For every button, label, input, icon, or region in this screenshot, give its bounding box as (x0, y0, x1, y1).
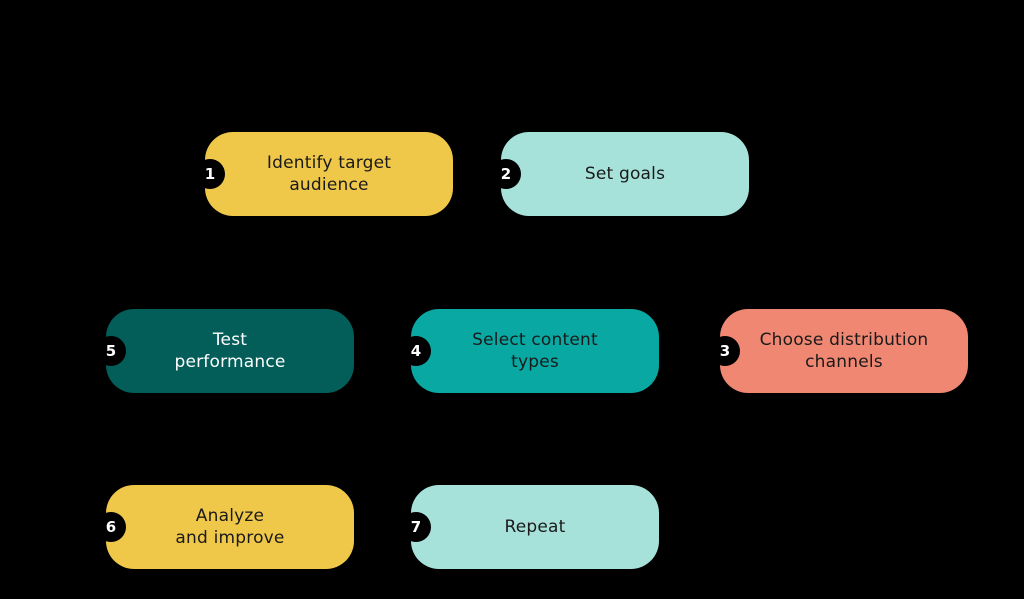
step-4-select-content-types: 4 Select content types (401, 309, 659, 393)
step-label: Set goals (584, 164, 666, 184)
step-number-badge: 1 (195, 159, 225, 189)
step-number-badge: 3 (710, 336, 740, 366)
step-label: Select content types (472, 330, 598, 372)
step-label: Test performance (174, 330, 286, 372)
step-1-identify-target-audience: 1 Identify target audience (195, 132, 453, 216)
step-label: Repeat (504, 517, 566, 537)
step-number-badge: 4 (401, 336, 431, 366)
step-label: Analyze and improve (175, 506, 285, 548)
step-5-test-performance: 5 Test performance (96, 309, 354, 393)
step-number-badge: 2 (491, 159, 521, 189)
step-7-repeat: 7 Repeat (401, 485, 659, 569)
step-2-set-goals: 2 Set goals (491, 132, 749, 216)
step-number-badge: 7 (401, 512, 431, 542)
step-3-choose-distribution-channels: 3 Choose distribution channels (710, 309, 968, 393)
step-label: Choose distribution channels (759, 330, 929, 372)
step-6-analyze-and-improve: 6 Analyze and improve (96, 485, 354, 569)
step-number-badge: 6 (96, 512, 126, 542)
step-label: Identify target audience (266, 153, 392, 195)
step-number-badge: 5 (96, 336, 126, 366)
